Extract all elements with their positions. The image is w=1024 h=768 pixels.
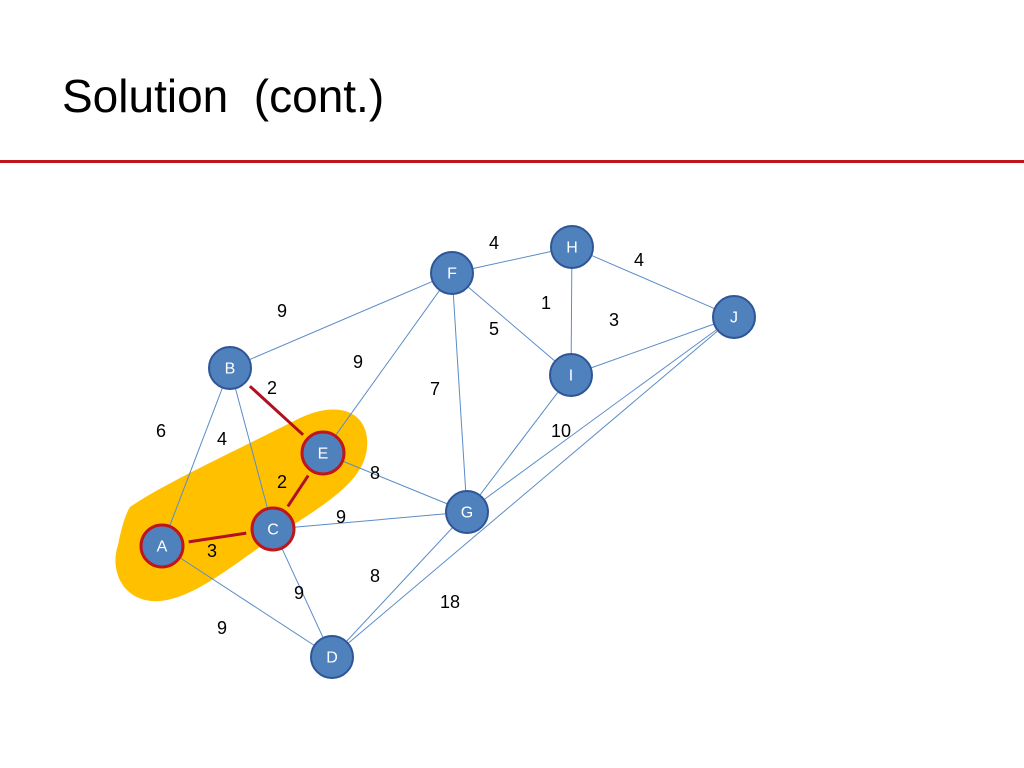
- node-G: G: [445, 490, 489, 534]
- edge-weight-B-C: 4: [217, 429, 227, 449]
- edge-H-J: [591, 254, 715, 310]
- edge-F-H: [472, 250, 552, 270]
- node-circle-J: [712, 295, 756, 339]
- edge-A-C: [188, 531, 247, 544]
- edge-D-G: [345, 527, 454, 642]
- edge-weight-D-J: 18: [440, 592, 460, 612]
- edge-weight-E-G: 8: [370, 463, 380, 483]
- node-circle-C: [250, 506, 296, 552]
- node-label-A: A: [157, 539, 168, 556]
- edge-A-B: [169, 387, 223, 527]
- edge-weight-C-E: 2: [277, 472, 287, 492]
- edge-weight-H-J: 4: [634, 250, 644, 270]
- node-label-B: B: [225, 361, 236, 378]
- edge-weight-F-I: 5: [489, 319, 499, 339]
- node-C: C: [250, 506, 296, 552]
- edge-C-D: [281, 547, 324, 639]
- edge-A-D: [179, 557, 315, 646]
- nodes-layer: A B C D E F G H I J: [139, 225, 756, 679]
- node-B: B: [208, 346, 252, 390]
- edge-F-G: [452, 293, 467, 492]
- node-F: F: [430, 251, 474, 295]
- node-circle-D: [310, 635, 354, 679]
- edge-weight-B-F: 9: [277, 301, 287, 321]
- edge-I-J: [590, 323, 715, 369]
- edge-weight-F-H: 4: [489, 233, 499, 253]
- node-label-D: D: [326, 650, 338, 667]
- node-circle-F: [430, 251, 474, 295]
- title-divider: [0, 160, 1024, 163]
- edge-weight-E-F: 9: [353, 352, 363, 372]
- edge-B-E: [248, 385, 305, 436]
- node-H: H: [550, 225, 594, 269]
- edge-B-C: [234, 388, 269, 509]
- edge-weight-F-G: 7: [430, 379, 440, 399]
- edge-B-F: [249, 280, 433, 361]
- node-J: J: [712, 295, 756, 339]
- node-circle-I: [549, 353, 593, 397]
- edge-C-G: [293, 513, 447, 528]
- edge-D-J: [347, 330, 719, 644]
- edge-weight-A-D: 9: [217, 618, 227, 638]
- node-label-C: C: [267, 522, 279, 539]
- edge-weight-A-C: 3: [207, 541, 217, 561]
- edge-F-I: [467, 286, 556, 362]
- edge-weights-layer: 6 3 9 4 2 9 2 9 9 9 8 7 4 5 1 4 3 10 8 18: [156, 233, 644, 638]
- edges-layer: [169, 250, 719, 646]
- node-A: A: [139, 523, 185, 569]
- edge-E-F: [334, 289, 441, 437]
- node-label-H: H: [566, 240, 578, 257]
- edge-E-G: [342, 460, 448, 505]
- node-label-G: G: [461, 505, 473, 522]
- edge-weight-I-J: 3: [609, 310, 619, 330]
- edge-H-I: [570, 267, 573, 355]
- edge-G-I: [479, 391, 559, 496]
- node-circle-E: [300, 430, 346, 476]
- edge-G-J: [483, 328, 718, 501]
- node-circle-B: [208, 346, 252, 390]
- node-label-E: E: [318, 446, 329, 463]
- node-circle-A: [139, 523, 185, 569]
- node-D: D: [310, 635, 354, 679]
- node-circle-G: [445, 490, 489, 534]
- edge-weight-B-E: 2: [267, 378, 277, 398]
- node-label-I: I: [569, 368, 573, 385]
- edge-C-E: [286, 474, 310, 508]
- edge-weight-G-I: 10: [551, 421, 571, 441]
- edge-weight-C-D: 9: [294, 583, 304, 603]
- edge-weight-H-I: 1: [541, 293, 551, 313]
- node-circle-H: [550, 225, 594, 269]
- node-I: I: [549, 353, 593, 397]
- edge-weight-A-B: 6: [156, 421, 166, 441]
- node-E: E: [300, 430, 346, 476]
- slide-title: Solution (cont.): [62, 70, 385, 122]
- edge-weight-C-G: 9: [336, 507, 346, 527]
- node-label-F: F: [447, 266, 457, 283]
- edge-weight-D-G: 8: [370, 566, 380, 586]
- node-label-J: J: [730, 310, 738, 327]
